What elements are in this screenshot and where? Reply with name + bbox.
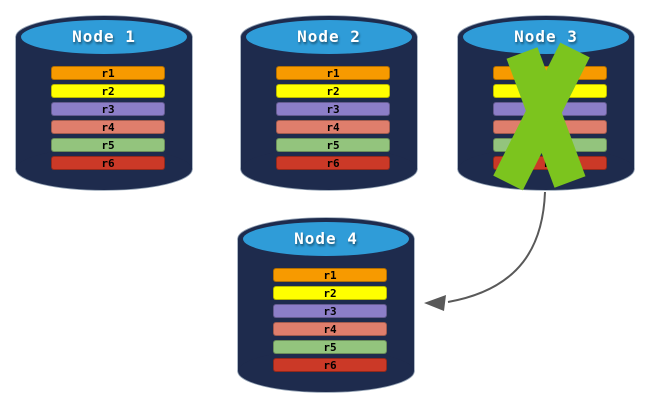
- row-label: r6: [323, 358, 337, 372]
- row-label: r5: [326, 138, 340, 152]
- node-label: Node 1: [72, 27, 136, 46]
- rows: r1 r2 r3 r4 r5 r6: [51, 66, 165, 170]
- row-r5: r5: [276, 138, 390, 152]
- row-r3: r3: [276, 102, 390, 116]
- row-label: r4: [326, 120, 340, 134]
- node-4: Node 4 r1 r2 r3 r4 r5 r6: [236, 216, 416, 393]
- row-label: r5: [101, 138, 115, 152]
- row-label: r3: [326, 102, 340, 116]
- row-label: r2: [326, 84, 340, 98]
- row-label: r2: [323, 286, 337, 300]
- row-label: r4: [101, 120, 115, 134]
- failure-cross-icon: [493, 42, 590, 191]
- row-label: r2: [101, 84, 115, 98]
- row-label: r3: [101, 102, 115, 116]
- row-r1: r1: [276, 66, 390, 80]
- row-label: r1: [326, 66, 340, 80]
- row-label: r6: [326, 156, 340, 170]
- row-r2: r2: [51, 84, 165, 98]
- row-label: r5: [323, 340, 337, 354]
- row-label: r6: [101, 156, 115, 170]
- arrowhead-icon: [424, 295, 446, 311]
- node-1: Node 1 r1 r2 r3 r4 r5 r6: [14, 14, 194, 191]
- row-r6: r6: [276, 156, 390, 170]
- row-r2: r2: [273, 286, 387, 300]
- row-r4: r4: [276, 120, 390, 134]
- row-r1: r1: [51, 66, 165, 80]
- row-label: r1: [323, 268, 337, 282]
- row-r4: r4: [51, 120, 165, 134]
- row-r2: r2: [276, 84, 390, 98]
- row-r5: r5: [273, 340, 387, 354]
- rows: r1 r2 r3 r4 r5 r6: [273, 268, 387, 372]
- node-2: Node 2 r1 r2 r3 r4 r5 r6: [239, 14, 419, 191]
- row-r1: r1: [273, 268, 387, 282]
- row-r6: r6: [51, 156, 165, 170]
- rows: r1 r2 r3 r4 r5 r6: [276, 66, 390, 170]
- row-r6: r6: [273, 358, 387, 372]
- row-r4: r4: [273, 322, 387, 336]
- row-label: r1: [101, 66, 115, 80]
- row-r3: r3: [273, 304, 387, 318]
- node-label: Node 4: [294, 229, 358, 248]
- row-r5: r5: [51, 138, 165, 152]
- node-label: Node 2: [297, 27, 361, 46]
- node-label: Node 3: [514, 27, 578, 46]
- row-label: r4: [323, 322, 337, 336]
- row-label: r3: [323, 304, 337, 318]
- row-r3: r3: [51, 102, 165, 116]
